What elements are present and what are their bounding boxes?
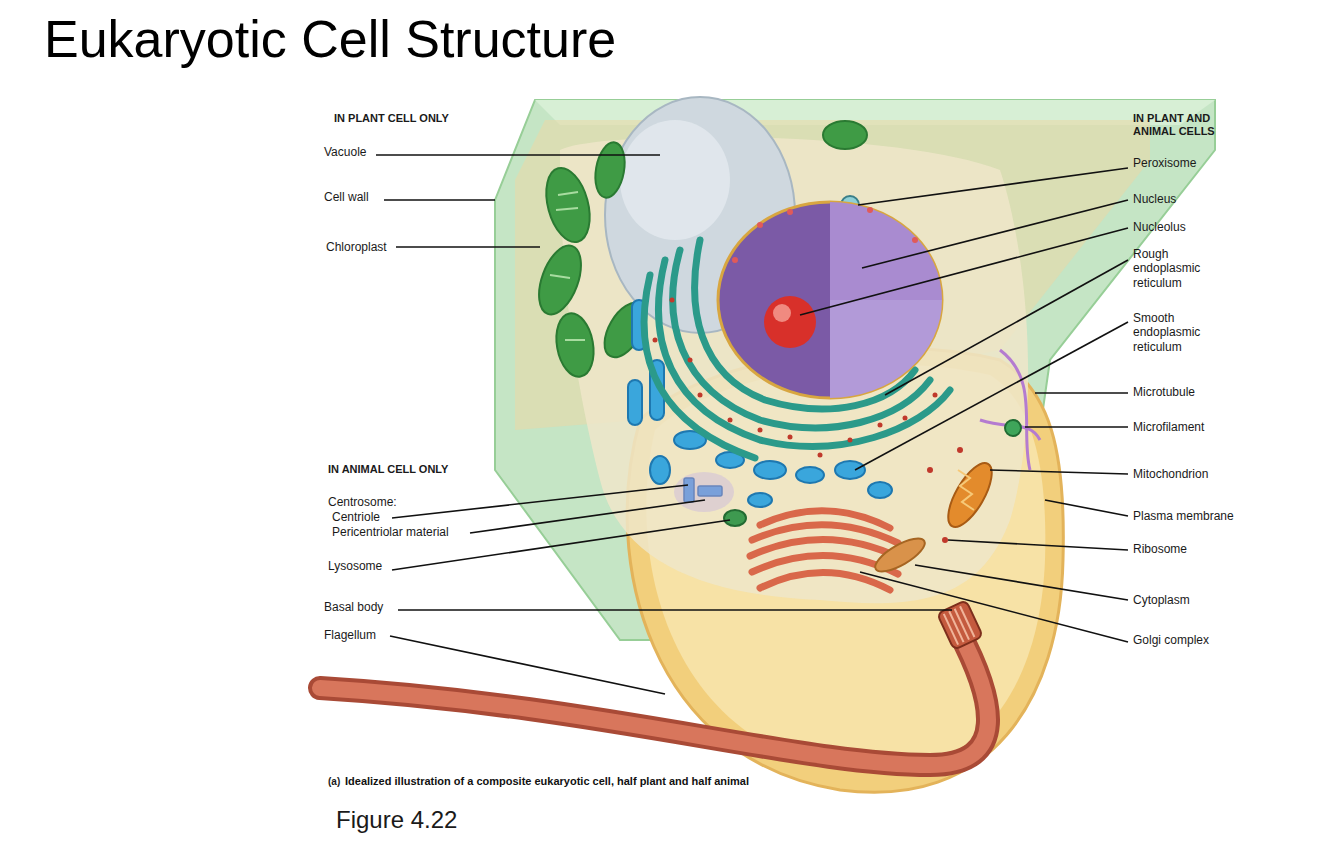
part-label: Peroxisome (1133, 156, 1196, 170)
part-label: Microtubule (1133, 385, 1195, 399)
part-label: Golgi complex (1133, 633, 1209, 647)
part-label: Plasma membrane (1133, 509, 1234, 523)
group-heading: IN PLANT CELL ONLY (334, 112, 449, 125)
part-label: Pericentriolar material (332, 525, 449, 539)
group-heading: IN ANIMAL CELL ONLY (328, 463, 448, 476)
part-label: Cytoplasm (1133, 593, 1190, 607)
group-heading: IN PLANT AND ANIMAL CELLS (1133, 112, 1243, 138)
figure-caption: Idealized illustration of a composite eu… (345, 775, 749, 788)
figure-number: Figure 4.22 (336, 806, 457, 835)
part-label: Mitochondrion (1133, 467, 1208, 481)
part-label: Rough endoplasmic reticulum (1133, 247, 1215, 290)
part-label: Chloroplast (326, 240, 387, 254)
part-label: Flagellum (324, 628, 376, 642)
part-label: Nucleolus (1133, 220, 1186, 234)
part-label: Cell wall (324, 190, 369, 204)
part-label: Nucleus (1133, 192, 1176, 206)
part-label: Centriole (332, 510, 380, 524)
part-label: Centrosome: (328, 495, 397, 509)
part-label: Lysosome (328, 559, 382, 573)
part-label: Basal body (324, 600, 383, 614)
part-label: Smooth endoplasmic reticulum (1133, 311, 1215, 354)
slide-title: Eukaryotic Cell Structure (44, 8, 616, 70)
part-label: Microfilament (1133, 420, 1204, 434)
panel-letter: (a) (328, 776, 340, 788)
part-label: Ribosome (1133, 542, 1187, 556)
part-label: Vacuole (324, 145, 366, 159)
